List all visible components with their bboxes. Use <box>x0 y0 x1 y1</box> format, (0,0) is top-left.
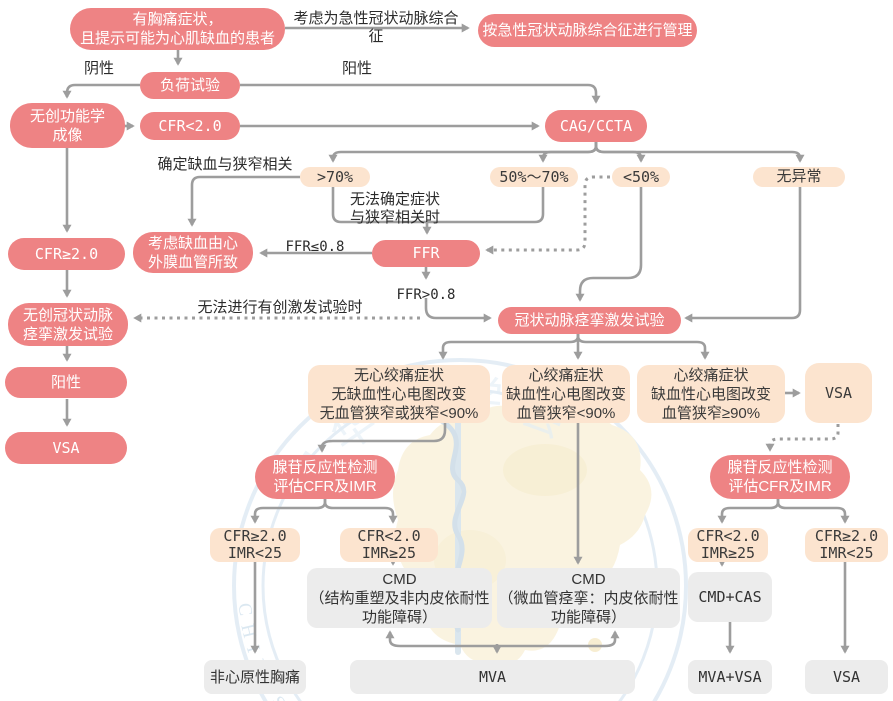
node-angina-stenosis-lt90: 心绞痛症状 缺血性心电图改变 血管狭窄<90% <box>502 365 630 423</box>
node-positive-result: 阳性 <box>5 367 127 398</box>
label-negative: 阴性 <box>83 60 114 77</box>
node-left-cfr-ge2-imr-lt25: CFR≥2.0 IMR<25 <box>210 528 300 562</box>
node-no-angina-group: 无心绞痛症状 无缺血性心电图改变 无血管狭窄或狭窄<90% <box>308 365 490 423</box>
node-noncardiac-chest-pain: 非心原性胸痛 <box>204 660 306 694</box>
node-right-cfr-lt2-imr-ge25: CFR<2.0 IMR≥25 <box>688 528 768 562</box>
node-no-abnormality: 无异常 <box>753 167 845 187</box>
node-acs-management: 按急性冠状动脉综合征进行管理 <box>478 14 697 47</box>
node-stress-test: 负荷试验 <box>140 72 240 99</box>
node-vsa-left: VSA <box>5 432 127 464</box>
node-adenosine-test-left: 腺苷反应性检测 评估CFR及IMR <box>255 455 395 499</box>
label-no-invasive-test: 无法进行有创激发试验时 <box>197 299 363 316</box>
label-ffr-gt-08: FFR>0.8 <box>396 287 456 303</box>
node-ffr: FFR <box>372 240 480 267</box>
node-stenosis-50-70: 50%～70% <box>490 167 578 187</box>
node-vsa-mid: VSA <box>805 363 872 423</box>
node-cmd-structural: CMD （结构重塑及非内皮依耐性 功能障碍） <box>307 568 492 628</box>
node-angina-stenosis-ge90: 心绞痛症状 缺血性心电图改变 血管狭窄≥90% <box>637 365 785 423</box>
node-stenosis-lt50: <50% <box>612 167 670 187</box>
node-chest-pain-patient: 有胸痛症状， 且提示可能为心肌缺血的患者 <box>70 8 285 50</box>
label-uncertain-relation: 无法确定症状 与狭窄相关时 <box>349 191 440 226</box>
node-right-cfr-ge2-imr-lt25: CFR≥2.0 IMR<25 <box>805 528 888 562</box>
node-noninvasive-spasm-test: 无创冠状动脉 痉挛激发试验 <box>8 303 128 346</box>
node-adenosine-test-right: 腺苷反应性检测 评估CFR及IMR <box>710 455 850 499</box>
node-mva: MVA <box>350 660 635 694</box>
node-stenosis-gt70: >70% <box>300 167 370 187</box>
node-left-cfr-lt2-imr-ge25: CFR<2.0 IMR≥25 <box>340 528 438 562</box>
label-ffr-le-08: FFR≤0.8 <box>285 239 345 255</box>
node-cmd-microvascular: CMD （微血管痉挛：内皮依耐性 功能障碍） <box>497 568 680 628</box>
node-cag-ccta: CAG/CCTA <box>545 110 647 142</box>
label-ischemia-stenosis-related: 确定缺血与狭窄相关 <box>157 156 293 173</box>
node-cfr-ge-2: CFR≥2.0 <box>8 238 125 270</box>
node-noninvasive-functional-imaging: 无创功能学 成像 <box>10 103 125 148</box>
node-cfr-lt-2: CFR<2.0 <box>140 112 240 140</box>
label-consider-acs: 考虑为急性冠状动脉综合征 <box>293 10 459 45</box>
node-coronary-spasm-provocation-test: 冠状动脉痉挛激发试验 <box>498 307 681 334</box>
node-mva-vsa: MVA+VSA <box>688 660 772 694</box>
node-epicardial-ischemia: 考虑缺血由心 外膜血管所致 <box>133 232 253 273</box>
node-cmd-cas: CMD+CAS <box>688 572 772 622</box>
label-positive: 阳性 <box>341 60 372 77</box>
node-vsa-bottom: VSA <box>805 660 888 694</box>
